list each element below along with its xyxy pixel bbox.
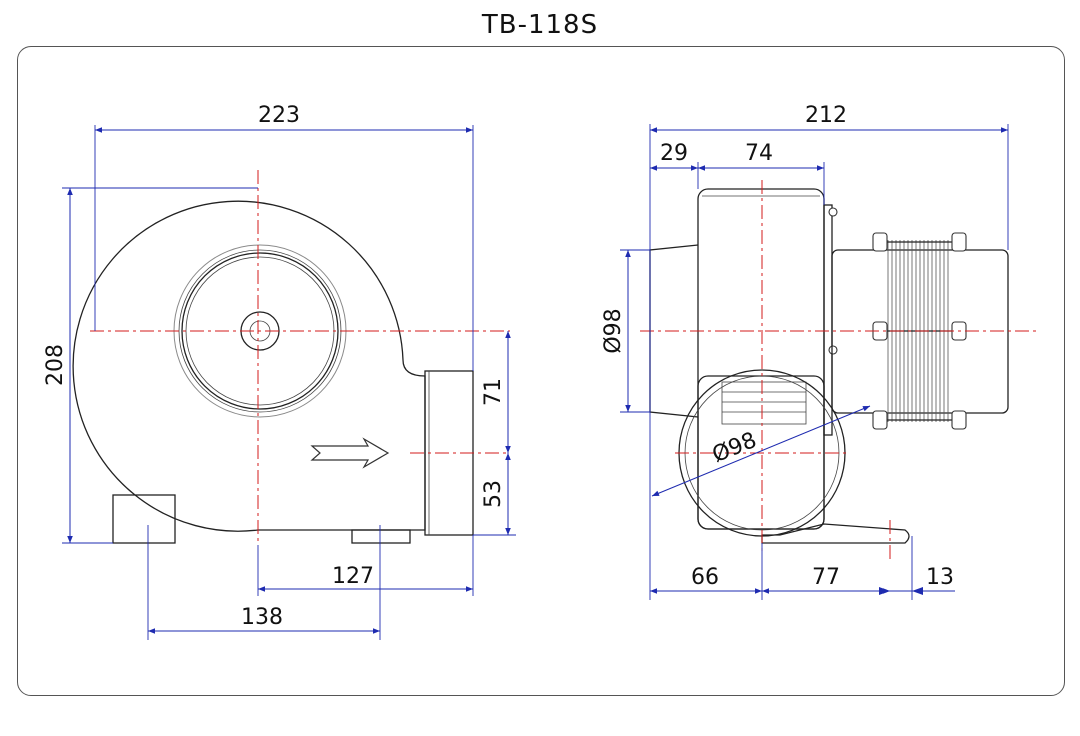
dim-base-span: 138	[241, 605, 283, 630]
drawing-frame	[17, 46, 1065, 696]
airflow-arrow-icon	[310, 437, 390, 469]
dim-base-tip: 13	[926, 565, 954, 590]
side-view: 212 29 74 Ø98 Ø98 66 77 13	[601, 103, 1040, 600]
motor-plate	[823, 204, 833, 436]
bolt-icon	[951, 410, 967, 430]
bolt-icon	[951, 232, 967, 252]
front-view: 223 208 71 53 127 138	[43, 103, 516, 640]
dim-housing-depth: 74	[745, 141, 773, 166]
dim-overall-depth: 212	[805, 103, 847, 128]
front-foot-left	[112, 494, 176, 544]
dim-outlet-span: 127	[332, 564, 374, 589]
dim-base-front: 66	[691, 565, 719, 590]
dim-lower-offset: 53	[481, 480, 506, 508]
bolt-icon	[872, 232, 888, 252]
dim-height: 208	[43, 344, 68, 386]
base-plate	[761, 523, 910, 544]
dim-inlet-offset: 29	[660, 141, 688, 166]
inlet-ring-inner	[181, 252, 339, 410]
dim-upper-offset: 71	[481, 378, 506, 406]
front-foot-right	[351, 529, 411, 544]
dim-base-rear: 77	[812, 565, 840, 590]
scroll-housing	[72, 200, 426, 532]
dim-width: 223	[258, 103, 300, 128]
bolt-icon	[872, 410, 888, 430]
outlet-louver	[721, 381, 807, 425]
side-housing	[697, 188, 825, 530]
dim-inlet-diameter: Ø98	[601, 308, 626, 353]
drawing-title: TB-118S	[481, 10, 599, 40]
